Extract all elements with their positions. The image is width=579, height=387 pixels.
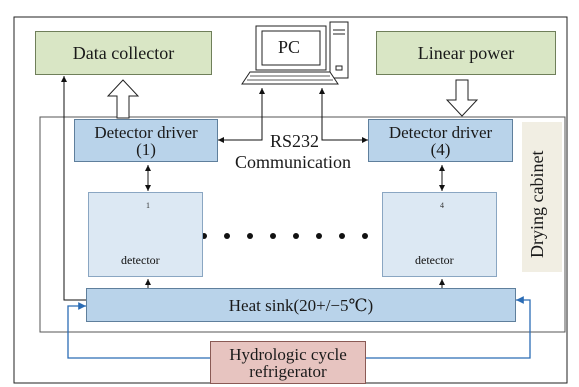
refrigerator-line1: Hydrologic cycle: [229, 344, 347, 364]
rs232-line-right: [319, 88, 368, 143]
detector-panel-1: [88, 192, 203, 277]
detector4-number: 4: [440, 201, 444, 210]
driver4-label: Detector driver: [388, 122, 493, 142]
detector-driver-1: Detector driver (1): [74, 119, 218, 162]
data-collector-label: Data collector: [72, 43, 175, 63]
coolant-loop-left: [67, 302, 210, 359]
driver1-label: Detector driver: [94, 122, 198, 142]
data-collector-box: Data collector: [35, 31, 212, 75]
data-collector-line: [61, 76, 86, 301]
coolant-loop-right: [366, 296, 531, 359]
drying-cabinet-label-bg: [522, 122, 562, 272]
detector-panel-4: [382, 192, 497, 277]
heat-sink-box: Heat sink(20+/−5℃): [86, 288, 516, 322]
driver4-index: (4): [430, 139, 451, 159]
detector4-label: detector: [415, 253, 454, 267]
heat-sink-label: Heat sink(20+/−5℃): [228, 295, 374, 315]
drying-cabinet-label: Drying cabinet: [527, 150, 547, 258]
driver1-index: (1): [136, 139, 156, 159]
pc-icon: [241, 21, 349, 85]
detector1-number: 1: [146, 201, 150, 210]
communication-label: Communication: [235, 152, 351, 172]
pc-label: PC: [278, 37, 301, 57]
rs232-line-left: [218, 88, 265, 143]
detector1-label: detector: [121, 253, 160, 267]
linear-power-label: Linear power: [417, 43, 515, 63]
rs232-label: RS232: [270, 131, 320, 151]
refrigerator-line2: refrigerator: [249, 361, 327, 381]
detector-driver-4: Detector driver (4): [368, 119, 513, 162]
arrow-to-data-collector: [106, 79, 140, 119]
arrow-from-linear-power: [445, 79, 479, 117]
refrigerator-box: Hydrologic cycle refrigerator: [210, 341, 366, 384]
linear-power-box: Linear power: [376, 31, 556, 75]
